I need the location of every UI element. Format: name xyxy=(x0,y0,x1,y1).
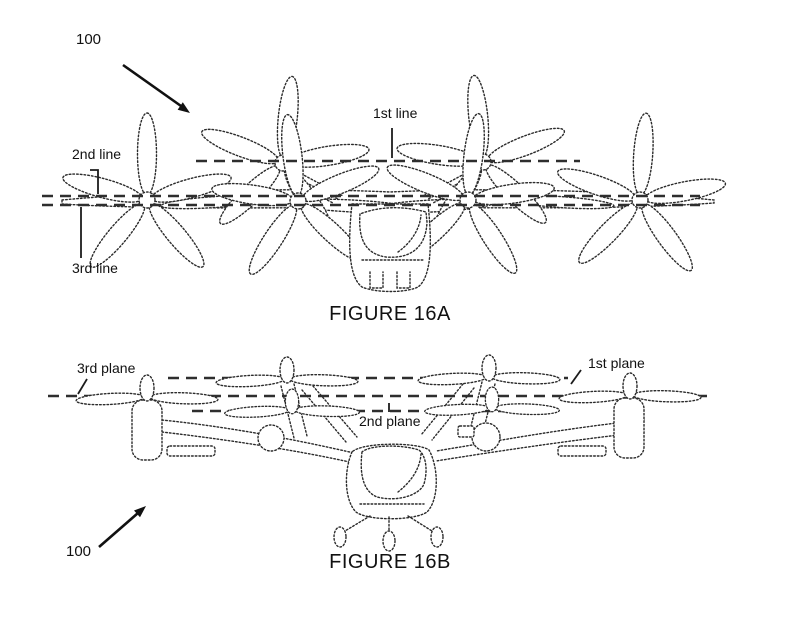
first-line-label: 1st line xyxy=(373,105,418,121)
first-plane-label: 1st plane xyxy=(588,355,645,371)
second-plane-label: 2nd plane xyxy=(359,413,421,429)
second-line-leader xyxy=(90,169,99,194)
rotor-outboard-right-16b xyxy=(558,372,702,405)
ref-100-label-top: 100 xyxy=(76,31,102,48)
nacelle-right-16b xyxy=(613,397,645,459)
fuselage-16a xyxy=(348,203,432,293)
third-plane-leader xyxy=(77,378,88,395)
fuselage-16b xyxy=(333,443,444,552)
rotor-outboard-left-16b xyxy=(75,374,219,407)
rotor-raised-left-16b xyxy=(215,356,359,389)
ref-100-label-bottom: 100 xyxy=(66,543,92,560)
rotor-lower-left-16b xyxy=(223,388,361,420)
ref-100-arrow-top xyxy=(122,63,190,113)
rotor-raised-right-16b xyxy=(417,354,561,387)
nacelle-left-16b xyxy=(131,399,163,461)
figure-16a-caption: FIGURE 16A xyxy=(329,303,451,325)
ref-100-arrow-bottom xyxy=(98,506,146,548)
third-line-label: 3rd line xyxy=(72,260,118,276)
rotor-lower-right-16b xyxy=(423,386,561,418)
second-line-label: 2nd line xyxy=(72,146,122,162)
figure-16b-caption: FIGURE 16B xyxy=(329,551,451,573)
first-plane-leader xyxy=(570,369,582,385)
figure-16b-drawing xyxy=(48,354,712,552)
third-plane-label: 3rd plane xyxy=(77,360,136,376)
figure-16a-drawing xyxy=(59,65,734,293)
